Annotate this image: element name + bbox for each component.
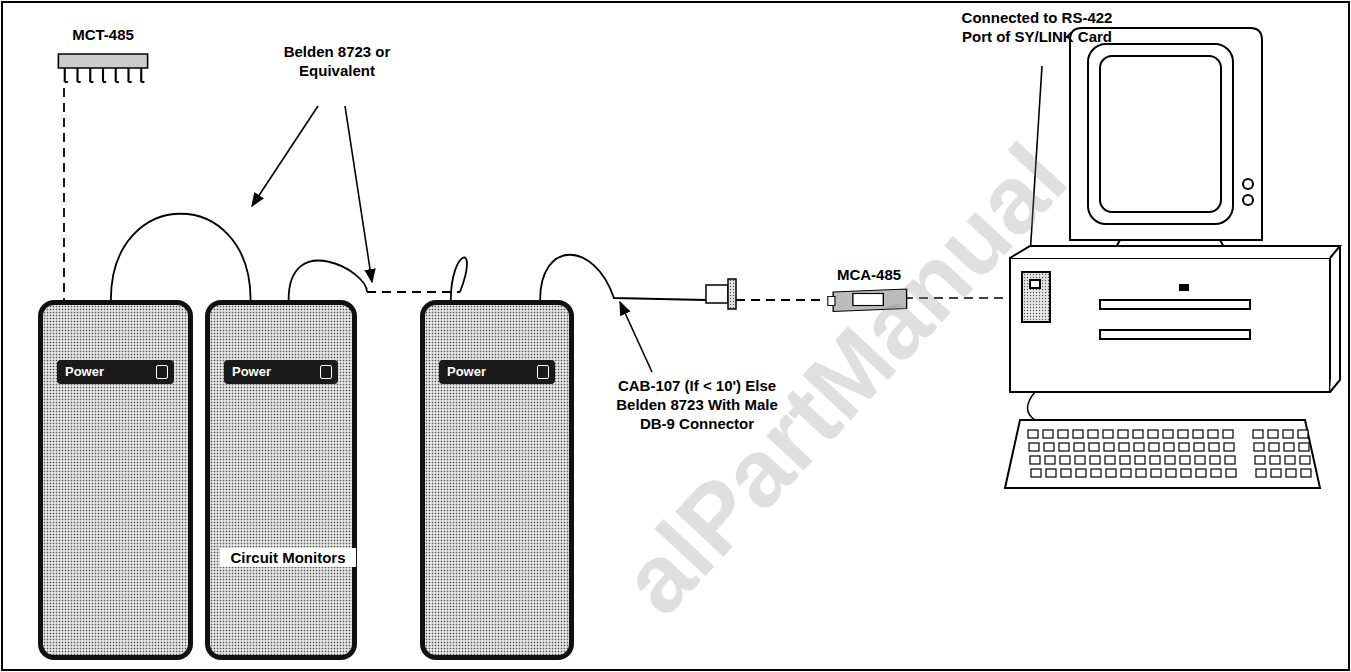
keyboard-keys	[1028, 430, 1311, 477]
callout-note: Connected to RS-422 Port of SY/LINK Card	[952, 8, 1122, 46]
cable-note: Belden 8723 or Equivalent	[282, 42, 392, 80]
cable	[289, 257, 467, 300]
group-caption: Circuit Monitors	[220, 548, 356, 567]
cable-segment	[289, 261, 367, 300]
circuit-monitor: Power	[38, 300, 193, 660]
cable-segment	[451, 257, 467, 300]
cable-segment	[111, 214, 251, 300]
circuit-monitor: Power	[420, 300, 574, 660]
circuit-monitor: Power	[205, 300, 357, 660]
computer	[1005, 28, 1340, 488]
cable-segment	[367, 291, 460, 293]
cable	[64, 88, 65, 300]
cable	[540, 255, 826, 300]
cable-segment	[736, 299, 826, 301]
logo-text: Power	[439, 360, 555, 384]
logo-text: Power	[224, 360, 338, 384]
cable	[111, 214, 251, 300]
terminator: MCT-485	[52, 26, 154, 88]
cable-segment	[63, 88, 65, 300]
cable-segment	[540, 255, 706, 300]
terminator-symbol	[52, 48, 154, 88]
logo-text: Power	[57, 360, 174, 384]
part-name: MCT-485	[52, 26, 154, 43]
db9-connector	[706, 279, 736, 309]
